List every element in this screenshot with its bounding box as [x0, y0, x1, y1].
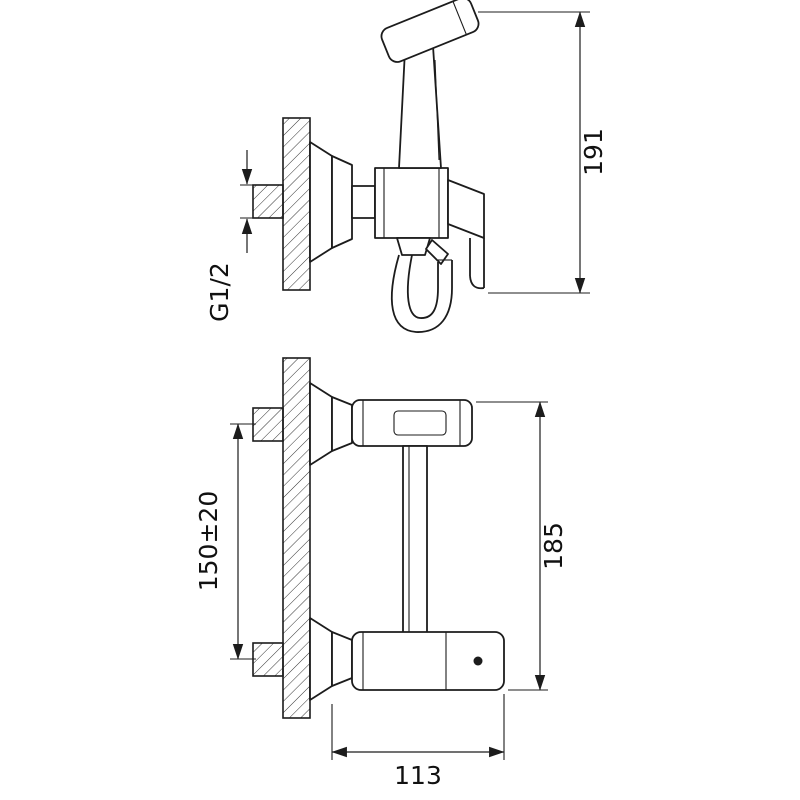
pipe-top — [252, 407, 284, 442]
dimension-150: 150±20 — [194, 423, 256, 660]
wall-section-lower — [282, 357, 311, 719]
escutcheon-top-inner — [331, 396, 353, 452]
inlet-pipe-upper — [252, 184, 284, 219]
bottom-valve-front — [351, 631, 505, 691]
escutcheon-upper-outer — [309, 141, 333, 263]
sprayer-body-contour — [434, 59, 440, 161]
dim-label-g12: G1/2 — [205, 262, 234, 322]
screw-dot — [473, 656, 483, 666]
holder-hook-bottom — [469, 275, 485, 290]
dimension-113: 113 — [331, 694, 505, 790]
handle-front — [393, 410, 447, 436]
dimension-185: 185 — [476, 401, 568, 691]
holder-bracket — [447, 179, 485, 239]
dimension-g12: G1/2 — [205, 150, 260, 322]
pipe-bottom — [252, 642, 284, 677]
escutcheon-top-outer — [309, 382, 333, 466]
escutcheon-upper-inner — [331, 155, 353, 249]
hose-nut — [396, 237, 431, 256]
upper-side-view: 191 G1/2 — [205, 0, 608, 333]
dim-label-113: 113 — [394, 761, 442, 790]
escutcheon-bottom-outer — [309, 617, 333, 701]
lower-front-view: 150±20 185 113 — [194, 357, 568, 790]
dimension-191: 191 — [478, 11, 608, 294]
escutcheon-bottom-inner — [331, 631, 353, 687]
sprayer-trigger — [425, 239, 449, 265]
sprayer-head-cap-seam — [452, 1, 467, 35]
connector-upper — [351, 185, 376, 219]
hose-outer — [390, 254, 453, 333]
dim-label-185: 185 — [539, 522, 568, 570]
valve-body-upper — [374, 167, 449, 239]
hose-inner — [406, 254, 439, 319]
sprayer-head — [380, 0, 480, 63]
wall-section-upper — [282, 117, 311, 291]
dim-label-150: 150±20 — [194, 491, 223, 591]
dim-label-191: 191 — [579, 128, 608, 176]
vertical-rail — [402, 445, 428, 637]
